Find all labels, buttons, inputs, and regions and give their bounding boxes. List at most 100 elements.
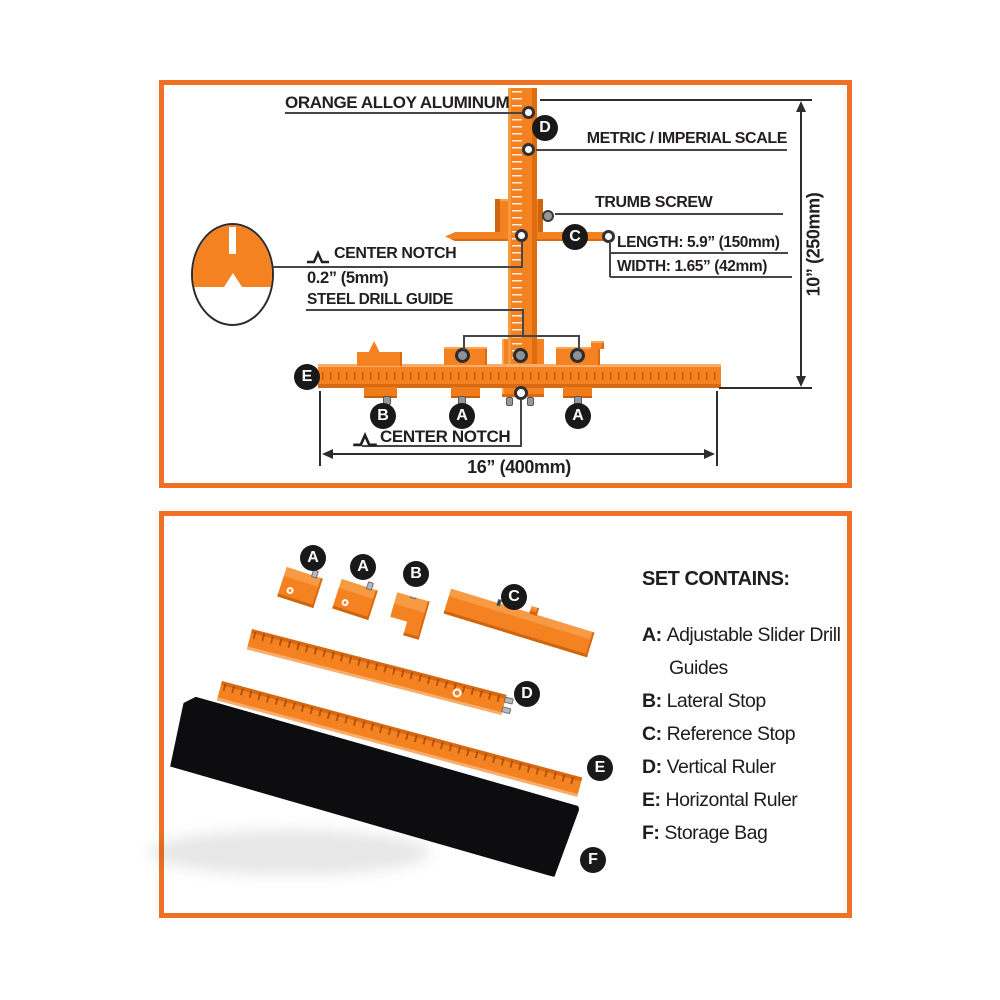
legend-key: B: [642,690,662,712]
drill-guide-screw [513,348,528,363]
legend-item-e: E:Horizontal Ruler [642,784,852,817]
callout-line-drill-guide [522,309,524,336]
label-thumb-screw: TRUMB SCREW [595,194,713,211]
horizontal-ruler [318,364,721,388]
badge-a: A [300,545,326,571]
legend-key: F: [642,822,660,844]
legend-label: Adjustable Slider Drill Guides [666,624,841,679]
label-width: WIDTH: 1.65” (42mm) [617,258,768,275]
drill-guide-bracket [463,335,580,337]
part-pin [365,581,375,591]
slider-tab [451,387,480,398]
callout-line-material [285,112,522,114]
callout-line-thumb-screw [555,213,783,215]
callout-line-scale [536,149,787,151]
label-notch-size: 0.2” (5mm) [307,269,389,287]
badge-a: A [565,403,591,429]
slider-pin [527,397,534,406]
callout-circle [514,386,528,400]
bag-shadow [150,830,430,875]
legend-item-c: C:Reference Stop [642,718,852,751]
slider-step [591,341,604,349]
label-dim-width: 16” (400mm) [467,457,571,477]
badge-d: D [532,115,558,141]
badge-c: C [562,224,588,250]
legend-key: A: [642,624,662,646]
set-contains-legend: SET CONTAINS: A:Adjustable Slider Drill … [642,568,852,850]
slider-pin [506,397,513,406]
label-scale: METRIC / IMPERIAL SCALE [586,130,788,147]
label-length: LENGTH: 5.9” (150mm) [617,234,780,251]
center-notch-magnifier [191,223,274,326]
underline-drill-guide [306,309,524,311]
slider-tab [563,387,592,398]
center-notch-icon [353,432,377,447]
top-panel [159,80,852,488]
legend-item-d: D:Vertical Ruler [642,751,852,784]
dim-extension-line [319,391,321,466]
drill-guide-screw [570,348,585,363]
center-notch-icon [307,250,329,264]
callout-circle [602,230,615,243]
label-drill-guide: STEEL DRILL GUIDE [307,291,453,308]
callout-circle [522,143,535,156]
dim-extension-line [716,391,718,466]
callout-circle [515,229,528,242]
callout-line-center-notch [273,266,523,268]
dim-arrow-right [704,449,715,459]
legend-items: A:Adjustable Slider Drill Guides B:Later… [642,619,852,850]
thumb-screw [542,210,554,222]
label-center-notch-bottom: CENTER NOTCH [380,427,511,446]
part-hole [285,586,295,595]
legend-title: SET CONTAINS: [642,568,790,590]
legend-item-b: B:Lateral Stop [642,685,852,718]
badge-c: C [501,584,527,610]
badge-b: B [370,403,396,429]
part-bump [529,605,540,616]
label-center-notch-top: CENTER NOTCH [334,245,457,262]
drill-guide-screw [455,348,470,363]
legend-label: Reference Stop [666,723,796,745]
callout-line-bottom-notch [520,400,522,446]
legend-item-a: A:Adjustable Slider Drill Guides [642,619,852,685]
badge-d: D [514,681,540,707]
drill-guide-bracket [578,335,580,350]
dim-extension-line [719,387,812,389]
magnifier-slot [228,226,236,254]
dim-extension-line [540,99,812,101]
badge-e: E [294,364,320,390]
label-dim-height: 10” (250mm) [803,192,824,297]
magnifier-orange-half [193,225,272,288]
legend-label: Lateral Stop [666,690,767,712]
legend-item-f: F:Storage Bag [642,817,852,850]
badge-f: F [580,847,606,873]
dim-arrow-down [796,376,806,387]
legend-key: C: [642,723,662,745]
callout-line-length-width [609,243,611,277]
underline-width [610,276,792,278]
part-hole [340,598,350,607]
dim-line-16in [325,453,710,455]
legend-label: Vertical Ruler [666,756,776,778]
badge-b: B [403,561,429,587]
ruler-ticks [322,372,717,380]
callout-line-bottom-notch [362,445,522,447]
dim-arrow-left [322,449,333,459]
legend-key: D: [642,756,662,778]
badge-a: A [350,554,376,580]
badge-a: A [449,403,475,429]
lateral-stop-tab [364,387,397,398]
legend-key: E: [642,789,661,811]
dim-line-10in [800,103,802,385]
magnifier-notch [223,273,242,288]
callout-line-center-notch [521,242,523,267]
underline-length [610,252,788,254]
label-material: ORANGE ALLOY ALUMINUM [285,93,510,112]
legend-label: Storage Bag [664,822,768,844]
dim-arrow-up [796,101,806,112]
callout-circle [522,106,535,119]
legend-label: Horizontal Ruler [665,789,798,811]
ruler-ticks [512,91,522,362]
badge-e: E [587,755,613,781]
